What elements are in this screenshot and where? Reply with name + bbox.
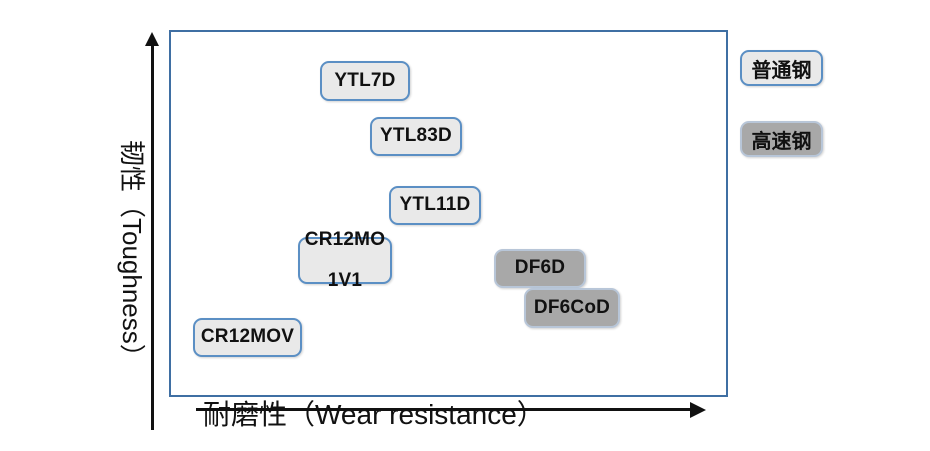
material-node-label-line: DF6D <box>514 257 566 279</box>
y-axis-label-wrap: 韧性（Toughness） <box>117 140 152 440</box>
y-axis-label: 韧性（Toughness） <box>117 140 147 370</box>
material-node-label-line: YTL83D <box>380 125 452 147</box>
material-node-label-line: DF6CoD <box>533 296 611 318</box>
material-node-cr12mov: CR12MOV <box>193 318 302 357</box>
material-node-label-line: YTL11D <box>399 194 471 216</box>
x-axis-line <box>196 408 692 411</box>
material-node-df6cod: DF6CoD <box>524 288 620 328</box>
material-node-label-line: 1V1 <box>327 269 363 291</box>
material-node-label-line: CR12MOV <box>200 326 295 348</box>
x-axis-label: 耐磨性（Wear resistance） <box>203 399 545 430</box>
legend-item-hss-steel: 高速钢 <box>740 121 823 157</box>
material-node-df6d: DF6D <box>494 249 586 288</box>
material-node-ytl11d: YTL11D <box>389 186 481 225</box>
material-node-label-line: YTL7D <box>334 69 396 91</box>
x-axis-arrow-icon <box>690 402 706 418</box>
material-node-cr12mo1v1: CR12MO 1V1 <box>298 229 392 290</box>
y-axis-arrow-icon <box>145 32 159 46</box>
legend-item-normal-steel: 普通钢 <box>740 50 823 86</box>
material-node-label-line: CR12MO <box>304 228 386 250</box>
material-node-ytl83d: YTL83D <box>370 117 462 156</box>
y-axis-line <box>151 44 154 430</box>
material-node-ytl7d: YTL7D <box>320 61 410 101</box>
